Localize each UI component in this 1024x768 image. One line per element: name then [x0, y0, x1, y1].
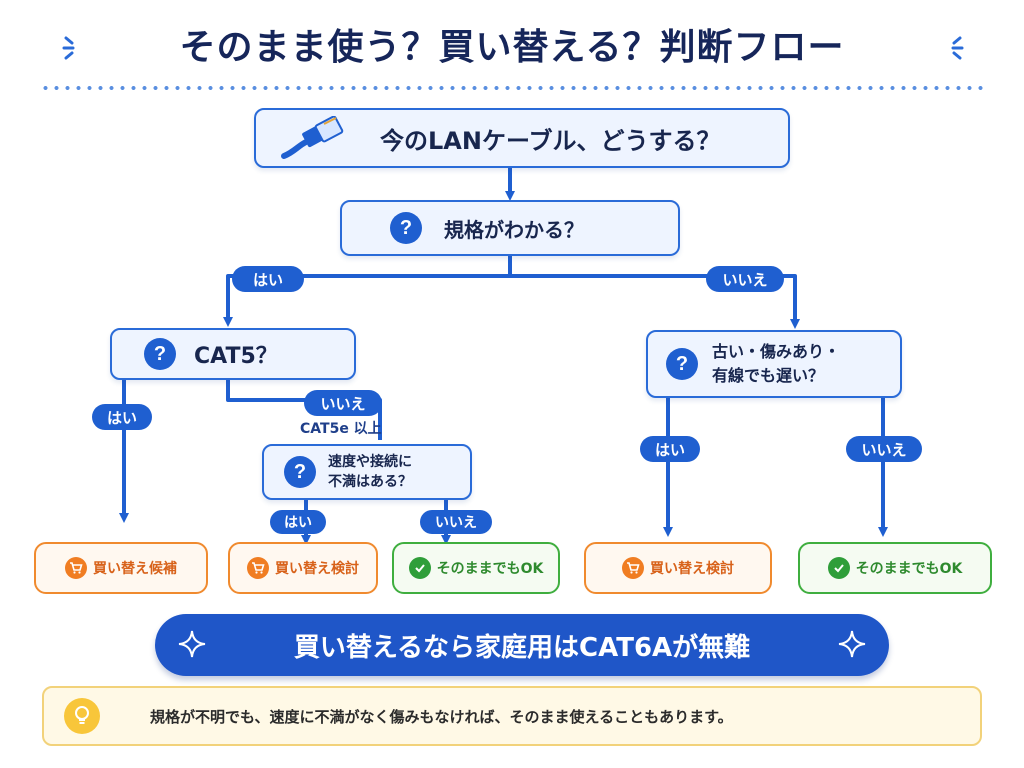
sparkle-icon: [838, 630, 866, 658]
start-text: 今のLANケーブル、どうする？: [380, 126, 721, 155]
result-consider-replace-2: 買い替え検討: [584, 542, 772, 594]
banner-text: 買い替えるなら家庭用はCAT6Aが無難: [293, 632, 751, 663]
q2-yes-label: はい: [92, 404, 152, 430]
q3-line2: 有線でも遅い？: [712, 366, 825, 385]
result-consider-replace-1-text: 買い替え検討: [275, 561, 359, 577]
cart-icon: [65, 557, 87, 579]
q3-yes-label: はい: [640, 436, 700, 462]
cart-icon: [622, 557, 644, 579]
sparkle-icon: [178, 630, 206, 658]
lan-cable-icon: [281, 116, 344, 159]
check-icon: [408, 557, 431, 579]
result-keep-ok-2: そのままでもOK: [798, 542, 992, 594]
question-node-old-damaged: ? 古い・傷みあり・ 有線でも遅い？: [646, 330, 902, 398]
result-consider-replace-1: 買い替え検討: [228, 542, 378, 594]
tip-note: 規格が不明でも、速度に不満がなく傷みもなければ、そのまま使えることもあります。: [42, 686, 982, 746]
q3-line1: 古い・傷みあり・: [712, 342, 841, 361]
lightbulb-icon: [64, 698, 100, 734]
q3-no-label: いいえ: [846, 436, 922, 462]
line-q1-branch: [226, 274, 797, 322]
tip-note-text: 規格が不明でも、速度に不満がなく傷みもなければ、そのまま使えることもあります。: [150, 707, 733, 726]
q2-no-label: いいえ: [304, 390, 382, 416]
question-node-dissatisfied: ? 速度や接続に 不満はある？: [262, 444, 472, 500]
start-node: 今のLANケーブル、どうする？: [254, 108, 790, 168]
question-icon: ?: [666, 348, 698, 380]
recommendation-banner: 買い替えるなら家庭用はCAT6Aが無難: [155, 614, 889, 676]
q4-line1: 速度や接続に: [328, 454, 412, 470]
title-divider: [40, 86, 984, 90]
result-replace-candidate-text: 買い替え候補: [93, 561, 177, 577]
result-keep-ok-1-text: そのままでもOK: [436, 561, 544, 577]
question-icon: ?: [390, 212, 422, 244]
question-node-cat5: ? CAT5？: [110, 328, 356, 380]
q1-no-label: いいえ: [706, 266, 784, 292]
q1-yes-label: はい: [232, 266, 304, 292]
question-icon: ?: [284, 456, 316, 488]
cat5e-label: CAT5e 以上: [300, 421, 382, 437]
page-title: そのまま使う？買い替える？判断フロー: [179, 27, 845, 68]
question-node-standard-known: ? 規格がわかる？: [340, 200, 680, 256]
right-sparkle-icon: [951, 36, 964, 60]
result-consider-replace-2-text: 買い替え検討: [650, 561, 734, 577]
q4-line2: 不満はある？: [328, 474, 412, 490]
q2-text: CAT5？: [194, 344, 278, 369]
q4-no-label: いいえ: [420, 510, 492, 534]
q4-yes-label: はい: [270, 510, 326, 534]
left-sparkle-icon: [62, 36, 75, 60]
result-replace-candidate: 買い替え候補: [34, 542, 208, 594]
check-icon: [827, 557, 850, 579]
q1-text: 規格がわかる？: [444, 217, 584, 242]
cart-icon: [247, 557, 269, 579]
question-icon: ?: [144, 338, 176, 370]
result-keep-ok-1: そのままでもOK: [392, 542, 560, 594]
result-keep-ok-2-text: そのままでもOK: [855, 561, 963, 577]
